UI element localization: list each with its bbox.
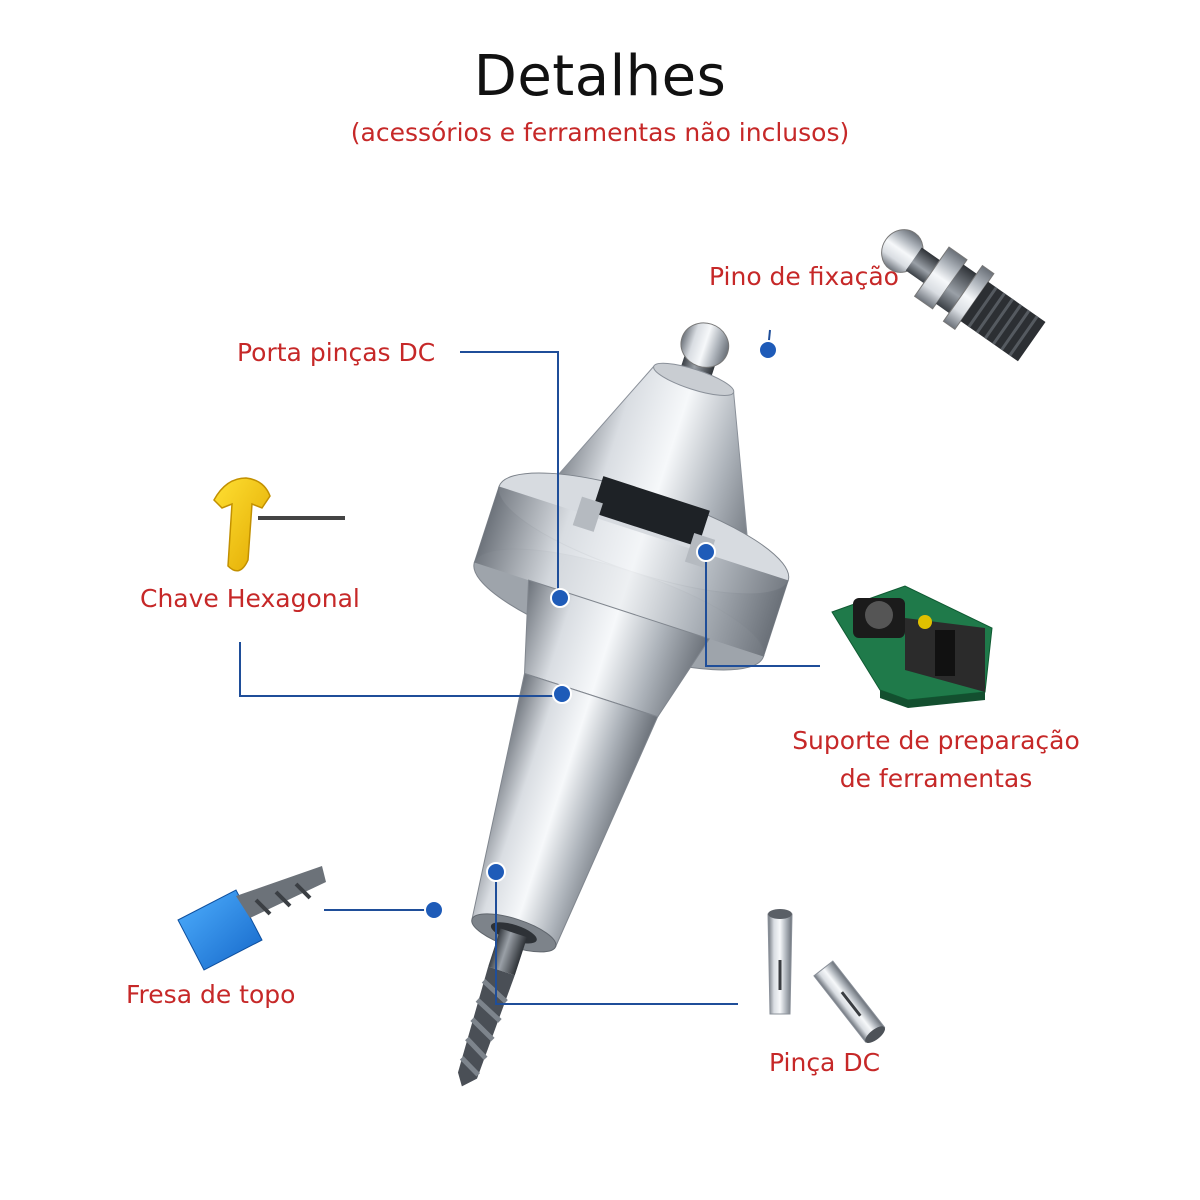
page-subtitle: (acessórios e ferramentas não inclusos)	[350, 118, 850, 147]
dot-pino-fixacao	[758, 340, 778, 360]
label-pinca-dc: Pinça DC	[769, 1048, 881, 1077]
tool-holder-illustration	[457, 322, 790, 1087]
leader-suporte	[705, 552, 820, 667]
leader-pinca	[495, 872, 738, 1005]
pull-stud-illustration	[881, 229, 1046, 362]
page-title: Detalhes	[473, 44, 727, 109]
hex-key-illustration	[213, 477, 345, 572]
leader-porta-pincas	[460, 351, 559, 598]
dot-porta-pincas	[550, 588, 570, 608]
collet-illustration	[767, 909, 886, 1044]
label-suporte-line2: de ferramentas	[839, 764, 1033, 793]
dot-fresa	[424, 900, 444, 920]
label-suporte: Suporte de preparação de ferramentas	[786, 722, 1086, 798]
end-mill-illustration	[177, 866, 326, 971]
dot-suporte	[696, 542, 716, 562]
dot-chave-hexagonal	[552, 684, 572, 704]
callout-dots	[424, 340, 778, 920]
leader-lines	[239, 329, 820, 1005]
label-porta-pincas: Porta pinças DC	[237, 338, 436, 367]
tool-setting-fixture-illustration	[831, 585, 993, 708]
label-suporte-line1: Suporte de preparação	[792, 726, 1080, 755]
label-fresa-topo: Fresa de topo	[126, 980, 296, 1009]
leader-chave-hexagonal	[239, 642, 558, 697]
label-chave-hexagonal: Chave Hexagonal	[140, 584, 360, 613]
dot-pinca	[486, 862, 506, 882]
label-pino-fixacao: Pino de fixação	[709, 262, 899, 291]
